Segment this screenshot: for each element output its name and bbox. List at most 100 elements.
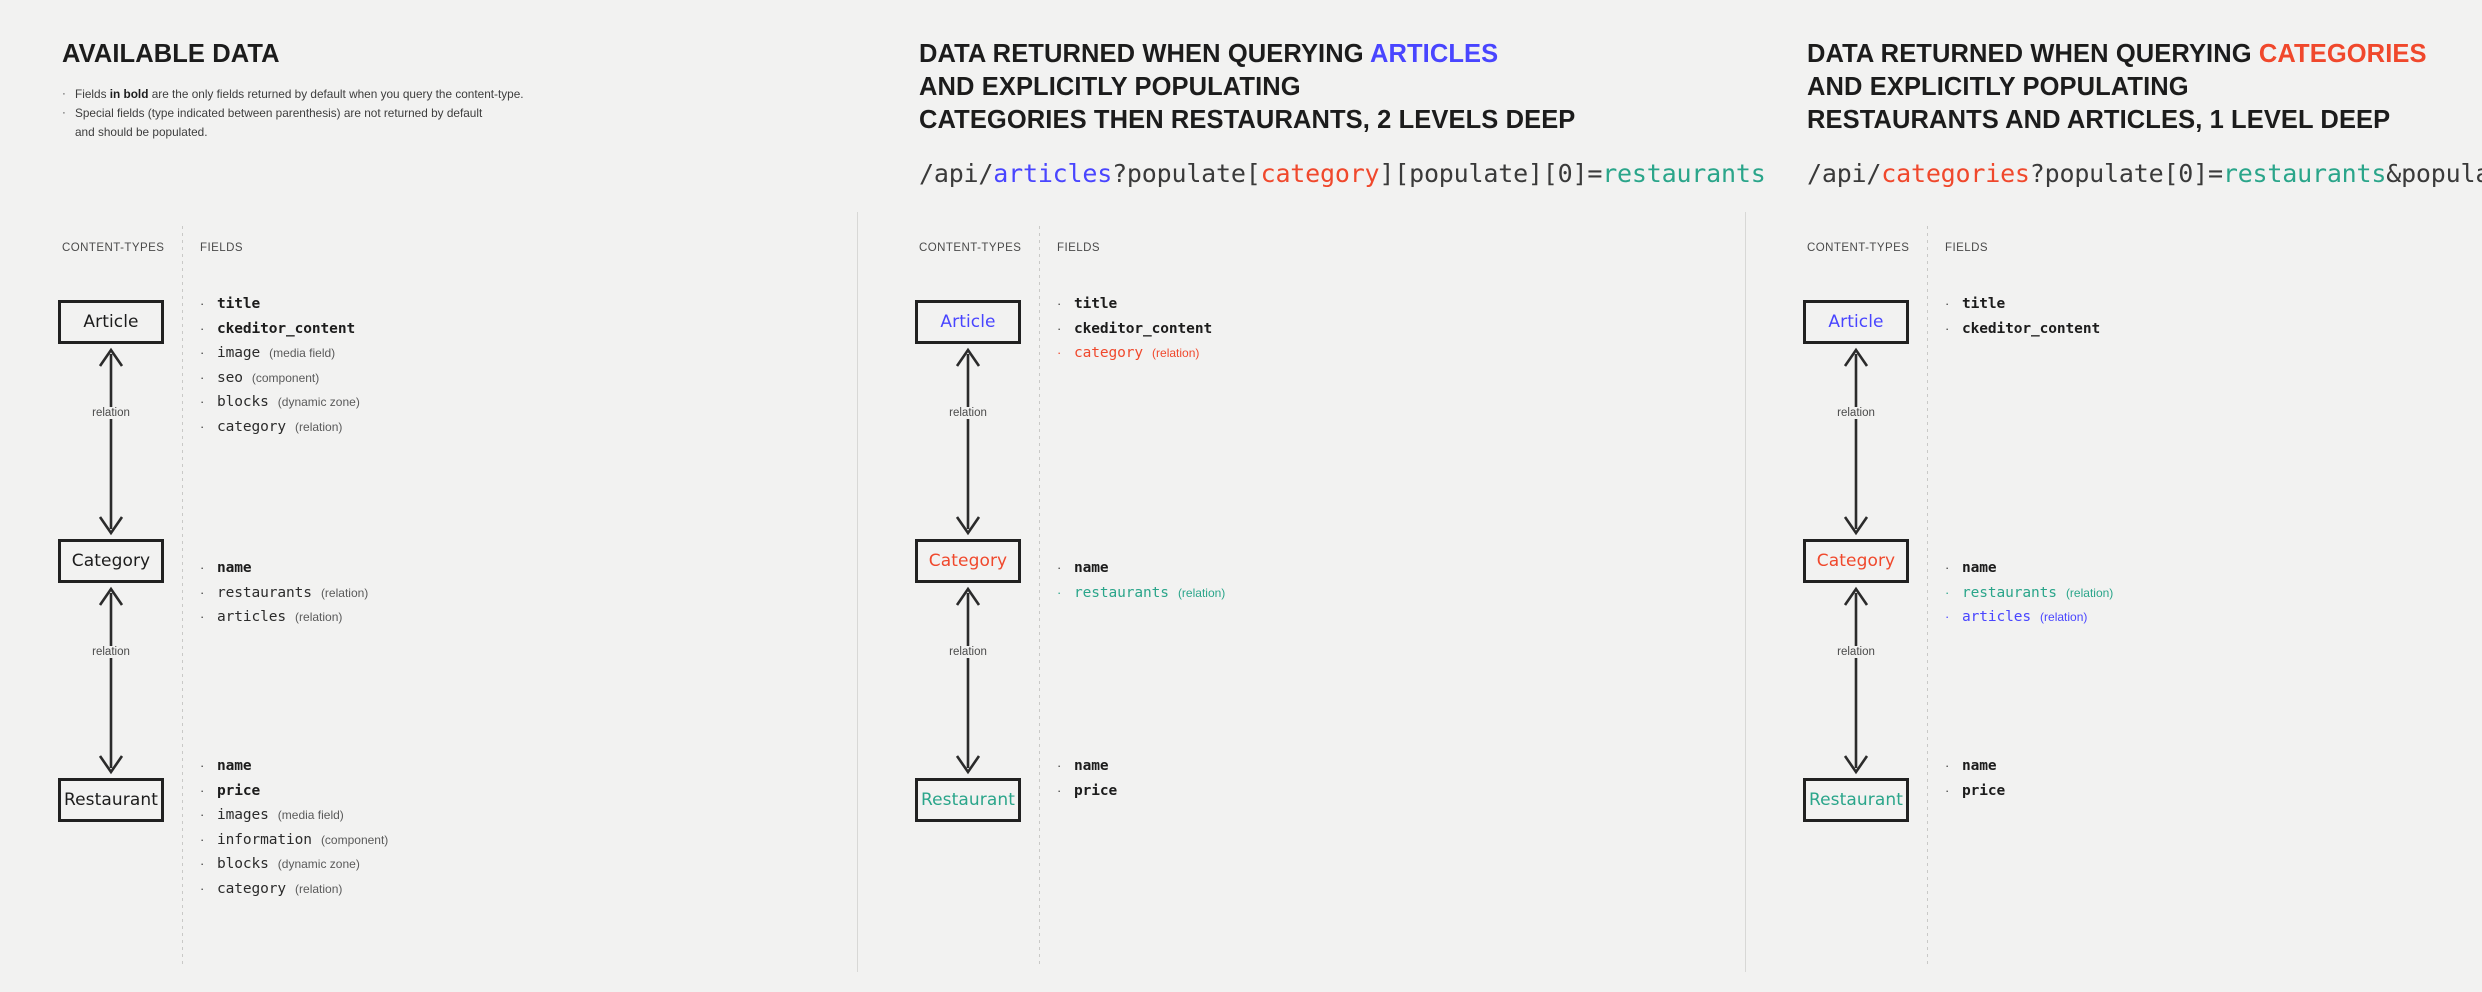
- fields-category: ·name·restaurants(relation) · articles (rel…: [1945, 556, 2113, 630]
- field-type: (relation): [295, 419, 343, 434]
- page-title: AVAILABLE DATA: [62, 40, 280, 68]
- bullet-icon: ·: [1945, 758, 1950, 773]
- field-name: blocks: [217, 394, 269, 410]
- field-type: (dynamic zone): [277, 395, 360, 409]
- field-name: images: [217, 807, 269, 823]
- node-article[interactable]: Article: [58, 300, 164, 344]
- title-plain: DATA RETURNED WHEN QUERYING: [1807, 40, 2259, 68]
- field-name: blocks: [217, 856, 269, 872]
- field-row: ·restaurants(relation): [1057, 581, 1225, 606]
- legend-note: · Fields in bold are the only fields ret…: [62, 85, 524, 103]
- bullet-icon: ·: [1057, 320, 1062, 336]
- node-label: Restaurant: [1808, 790, 1904, 810]
- panel-header: DATA RETURNED WHEN QUERYING ARTICLES AND…: [919, 38, 1766, 188]
- field-type: (component): [251, 370, 320, 385]
- field-type: (relation): [2040, 610, 2088, 624]
- title-plain: CATEGORIES THEN RESTAURANTS, 2 LEVELS DE…: [919, 106, 1576, 134]
- node-article[interactable]: Article: [1803, 300, 1909, 344]
- field-row: · blocks (dynamic zone): [200, 852, 388, 877]
- node-restaurant[interactable]: Restaurant: [915, 778, 1021, 822]
- field-name: restaurants: [217, 584, 312, 601]
- field-name: title: [217, 296, 261, 312]
- note-pre: Special fields (type indicated between p…: [75, 106, 483, 120]
- bullet-icon: ·: [200, 782, 205, 798]
- bullet-icon: ·: [200, 345, 205, 360]
- field-name: name: [1074, 758, 1109, 774]
- node-label: Restaurant: [63, 790, 159, 810]
- bullet-icon: ·: [200, 856, 205, 871]
- node-category[interactable]: Category: [58, 539, 164, 583]
- bullet-icon: ·: [1057, 345, 1062, 360]
- field-row: ·ckeditor_content: [1057, 317, 1212, 342]
- field-type: (dynamic zone): [277, 857, 360, 871]
- fields-category: ·name·restaurants(relation): [1057, 556, 1225, 605]
- field-row: ·name: [200, 556, 368, 581]
- field-row: ·title: [200, 292, 360, 317]
- field-name: image: [217, 345, 261, 361]
- field-row: ·title: [1945, 292, 2100, 317]
- field-type: (media field): [269, 346, 336, 360]
- node-label: Article: [1828, 312, 1884, 332]
- field-name: name: [217, 560, 252, 576]
- field-type: (relation): [2065, 585, 2114, 600]
- title-plain: AND EXPLICITLY POPULATING: [1807, 73, 2189, 101]
- field-row: · category (relation): [200, 415, 360, 440]
- bullet-icon: ·: [1945, 609, 1950, 624]
- fields-restaurant: ·name·price: [1057, 754, 1117, 803]
- bullet-icon: ·: [200, 394, 205, 409]
- bullet-icon: ·: [200, 880, 205, 896]
- node-article[interactable]: Article: [915, 300, 1021, 344]
- bullet-icon: ·: [200, 807, 205, 822]
- legend-notes: · Fields in bold are the only fields ret…: [62, 85, 524, 141]
- bullet-icon: ·: [1945, 320, 1950, 336]
- field-row: ·seo(component): [200, 366, 360, 391]
- node-restaurant[interactable]: Restaurant: [58, 778, 164, 822]
- node-category[interactable]: Category: [1803, 539, 1909, 583]
- field-name: ckeditor_content: [1962, 320, 2101, 337]
- fields-article: ·title · ckeditor_content: [1945, 292, 2100, 341]
- field-name: restaurants: [1074, 584, 1169, 601]
- field-name: ckeditor_content: [217, 320, 356, 337]
- relation-connector-category-restaurant: [58, 583, 164, 778]
- field-row: ·images(media field): [200, 803, 388, 828]
- bullet-icon: ·: [1057, 584, 1062, 600]
- title-plain: RESTAURANTS AND ARTICLES, 1 LEVEL DEEP: [1807, 106, 2391, 134]
- field-type: (component): [320, 832, 389, 847]
- field-name: name: [1074, 560, 1109, 576]
- bullet-icon: ·: [200, 418, 205, 434]
- field-name: category: [217, 880, 287, 897]
- bullet-icon: ·: [200, 758, 205, 773]
- bullet-icon: ·: [1057, 296, 1062, 311]
- node-category[interactable]: Category: [915, 539, 1021, 583]
- title-accent: CATEGORIES: [2258, 40, 2427, 68]
- column-label-content-types: CONTENT-TYPES: [919, 242, 1022, 254]
- legend-note: and should be populated.: [62, 123, 524, 141]
- panel-query-categories: DATA RETURNED WHEN QUERYING CATEGORIES A…: [1745, 0, 2482, 992]
- node-label: Category: [1816, 551, 1896, 571]
- bullet-icon: ·: [1945, 782, 1950, 798]
- page-title: DATA RETURNED WHEN QUERYING ARTICLES AND…: [919, 38, 1766, 137]
- node-restaurant[interactable]: Restaurant: [1803, 778, 1909, 822]
- column-label-content-types: CONTENT-TYPES: [62, 242, 165, 254]
- relation-connector-article-category: [1803, 344, 1909, 539]
- field-name: category: [217, 418, 287, 435]
- relation-connector-article-category: [58, 344, 164, 539]
- field-row: ·title: [1057, 292, 1212, 317]
- relation-label: relation: [1803, 646, 1909, 658]
- api-query-string: /api/categories?populate[0]=restaurants&…: [1807, 159, 2482, 188]
- field-name: articles: [1962, 609, 2032, 625]
- title-plain: DATA RETURNED WHEN QUERYING: [919, 40, 1370, 68]
- bullet-icon: ·: [1057, 782, 1062, 798]
- bullet-icon: ·: [200, 831, 205, 847]
- field-row: ·name: [1945, 556, 2113, 581]
- field-type: (relation): [320, 585, 369, 600]
- bullet-icon: ·: [200, 609, 205, 624]
- field-name: information: [217, 831, 312, 848]
- note-post: are the only fields returned by default …: [148, 87, 524, 101]
- field-name: price: [217, 782, 261, 799]
- field-row: · price: [200, 779, 388, 804]
- bullet-icon: ·: [200, 369, 205, 385]
- field-row: ·articles(relation): [200, 605, 368, 630]
- field-row: ·restaurants(relation): [1945, 581, 2113, 606]
